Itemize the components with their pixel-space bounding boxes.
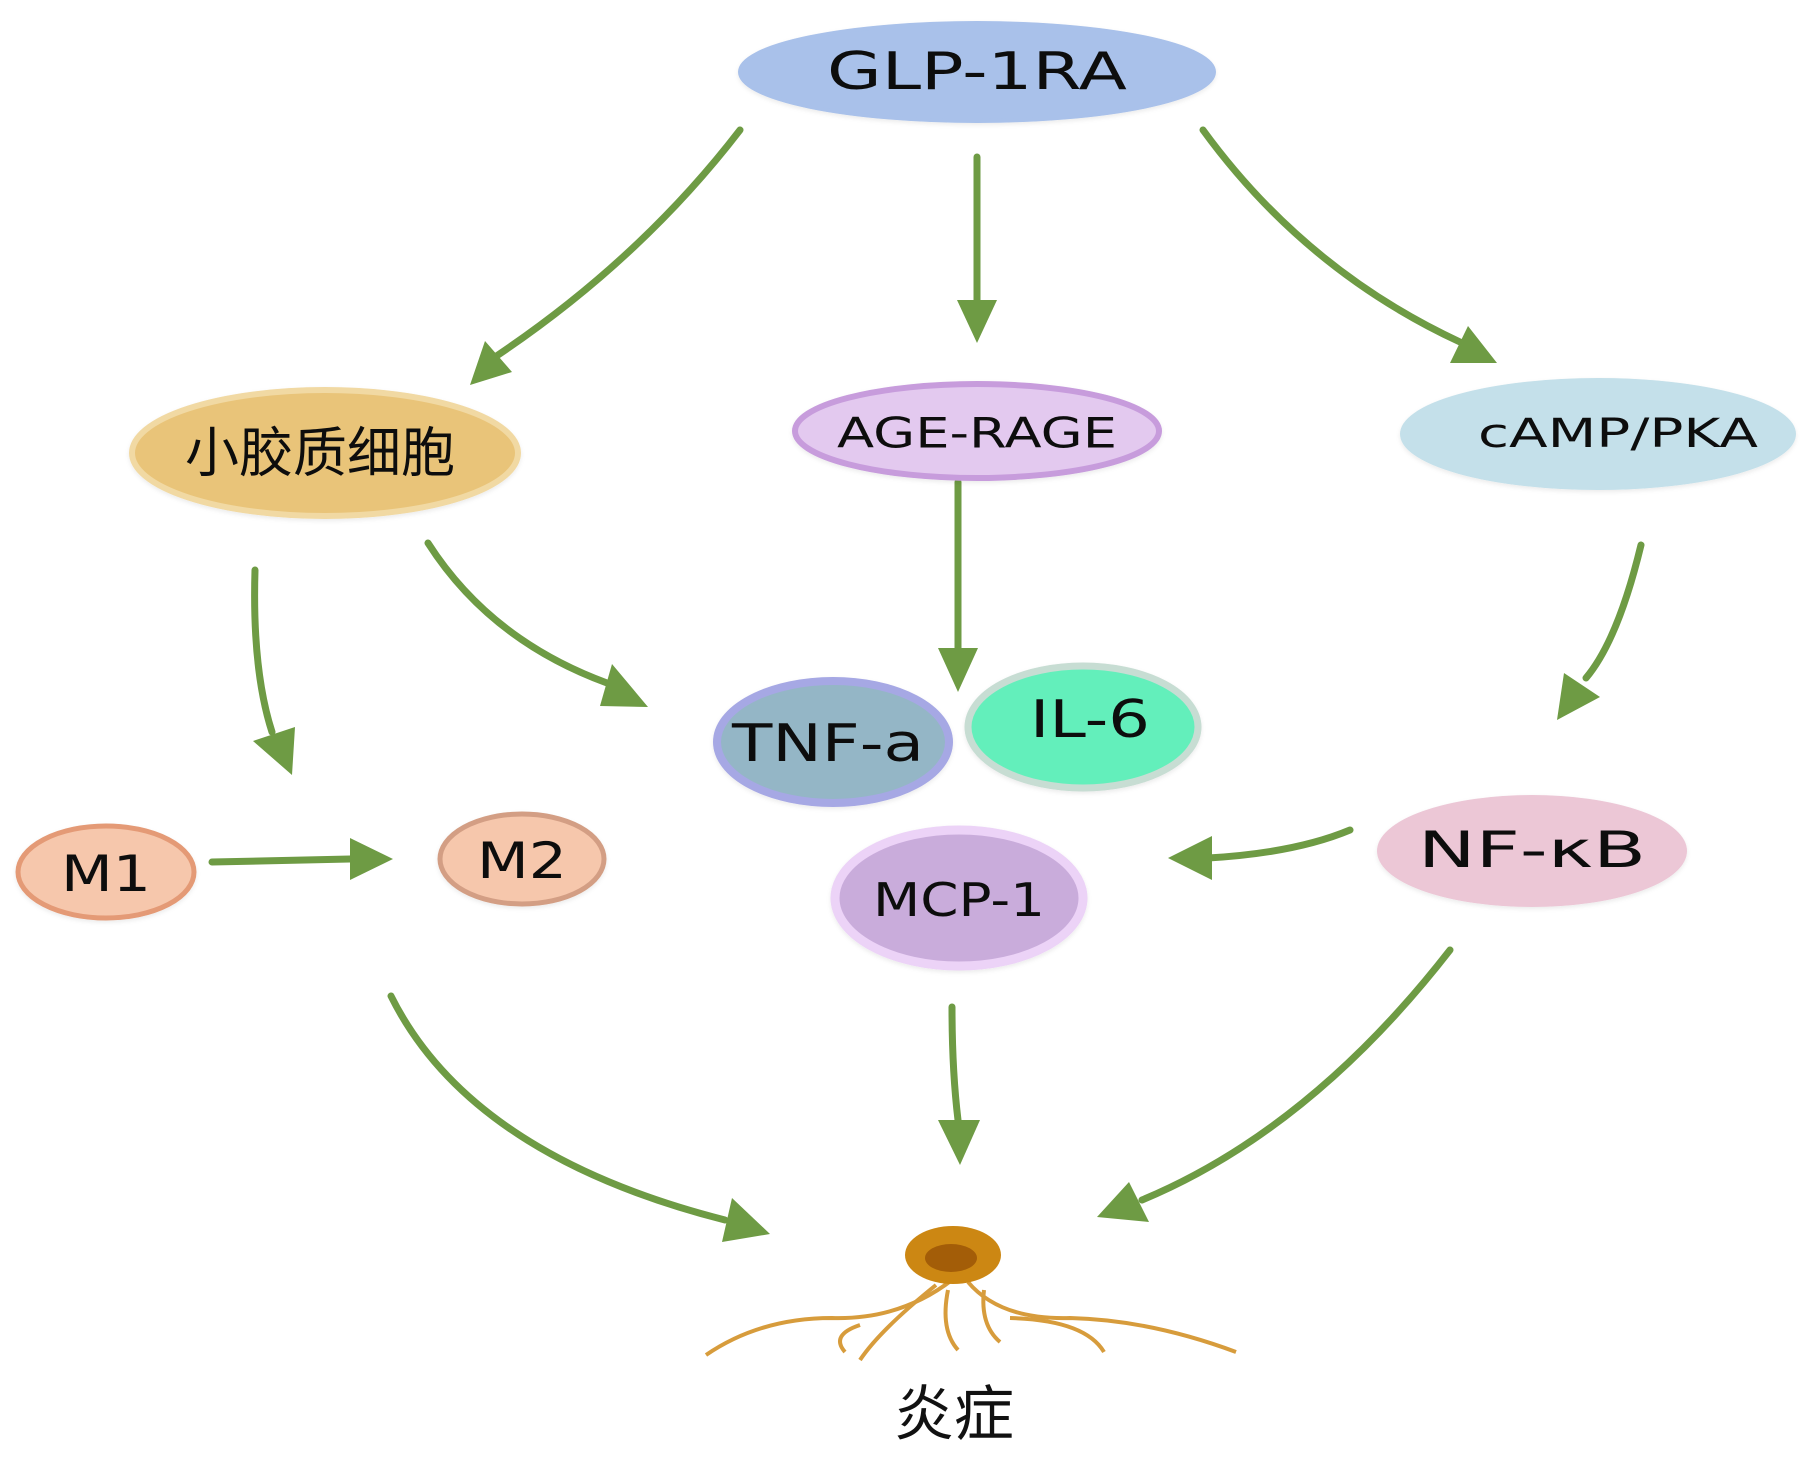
node-age-rage-label: AGE-RAGE bbox=[837, 409, 1117, 458]
arrow-glp1ra-to-microglia bbox=[470, 126, 744, 385]
node-camp-pka: cAMP/PKA bbox=[1400, 378, 1796, 490]
node-glp1ra: GLP-1RA bbox=[738, 21, 1216, 123]
node-age-rage: AGE-RAGE bbox=[792, 381, 1162, 481]
arrow-nfkb-to-mcp1 bbox=[1168, 826, 1354, 880]
node-m1: M1 bbox=[15, 823, 197, 921]
arrow-m1-to-m2 bbox=[208, 838, 393, 880]
node-camp-pka-label: cAMP/PKA bbox=[1478, 411, 1759, 457]
node-glp1ra-label: GLP-1RA bbox=[827, 42, 1128, 102]
arrow-microglia-to-tnf bbox=[424, 539, 648, 707]
arrow-microglia-to-m1 bbox=[251, 566, 295, 775]
node-mcp1: MCP-1 bbox=[830, 825, 1088, 971]
arrow-camp-pka-to-nfkb bbox=[1557, 541, 1645, 720]
node-tnf-a: TNF-a bbox=[713, 677, 953, 807]
node-tnf-a-label: TNF-a bbox=[731, 714, 924, 774]
arrow-nfkb-to-inflammation bbox=[1097, 946, 1454, 1222]
node-m2-label: M2 bbox=[477, 832, 567, 890]
arrow-m2-to-inflammation bbox=[387, 992, 770, 1242]
node-il6: IL-6 bbox=[964, 662, 1202, 792]
node-m2: M2 bbox=[437, 811, 607, 907]
node-nfkb-label: NF-κB bbox=[1418, 821, 1646, 879]
arrow-glp1ra-to-age-rage bbox=[957, 153, 997, 343]
node-mcp1-label: MCP-1 bbox=[873, 873, 1045, 927]
arrow-mcp1-to-inflammation bbox=[938, 1003, 980, 1165]
node-microglia-label: 小胶质细胞 bbox=[185, 422, 455, 485]
node-il6-label: IL-6 bbox=[1030, 690, 1150, 750]
arrow-glp1ra-to-camp-pka bbox=[1199, 126, 1497, 363]
arrow-age-rage-to-cytokines bbox=[938, 478, 978, 692]
arrows bbox=[208, 126, 1645, 1242]
neuron-cell-icon bbox=[704, 1226, 1237, 1362]
node-microglia: 小胶质细胞 bbox=[129, 387, 521, 519]
node-nfkb: NF-κB bbox=[1377, 795, 1687, 907]
inflammation-label: 炎症 bbox=[894, 1380, 1014, 1450]
node-m1-label: M1 bbox=[61, 845, 151, 903]
